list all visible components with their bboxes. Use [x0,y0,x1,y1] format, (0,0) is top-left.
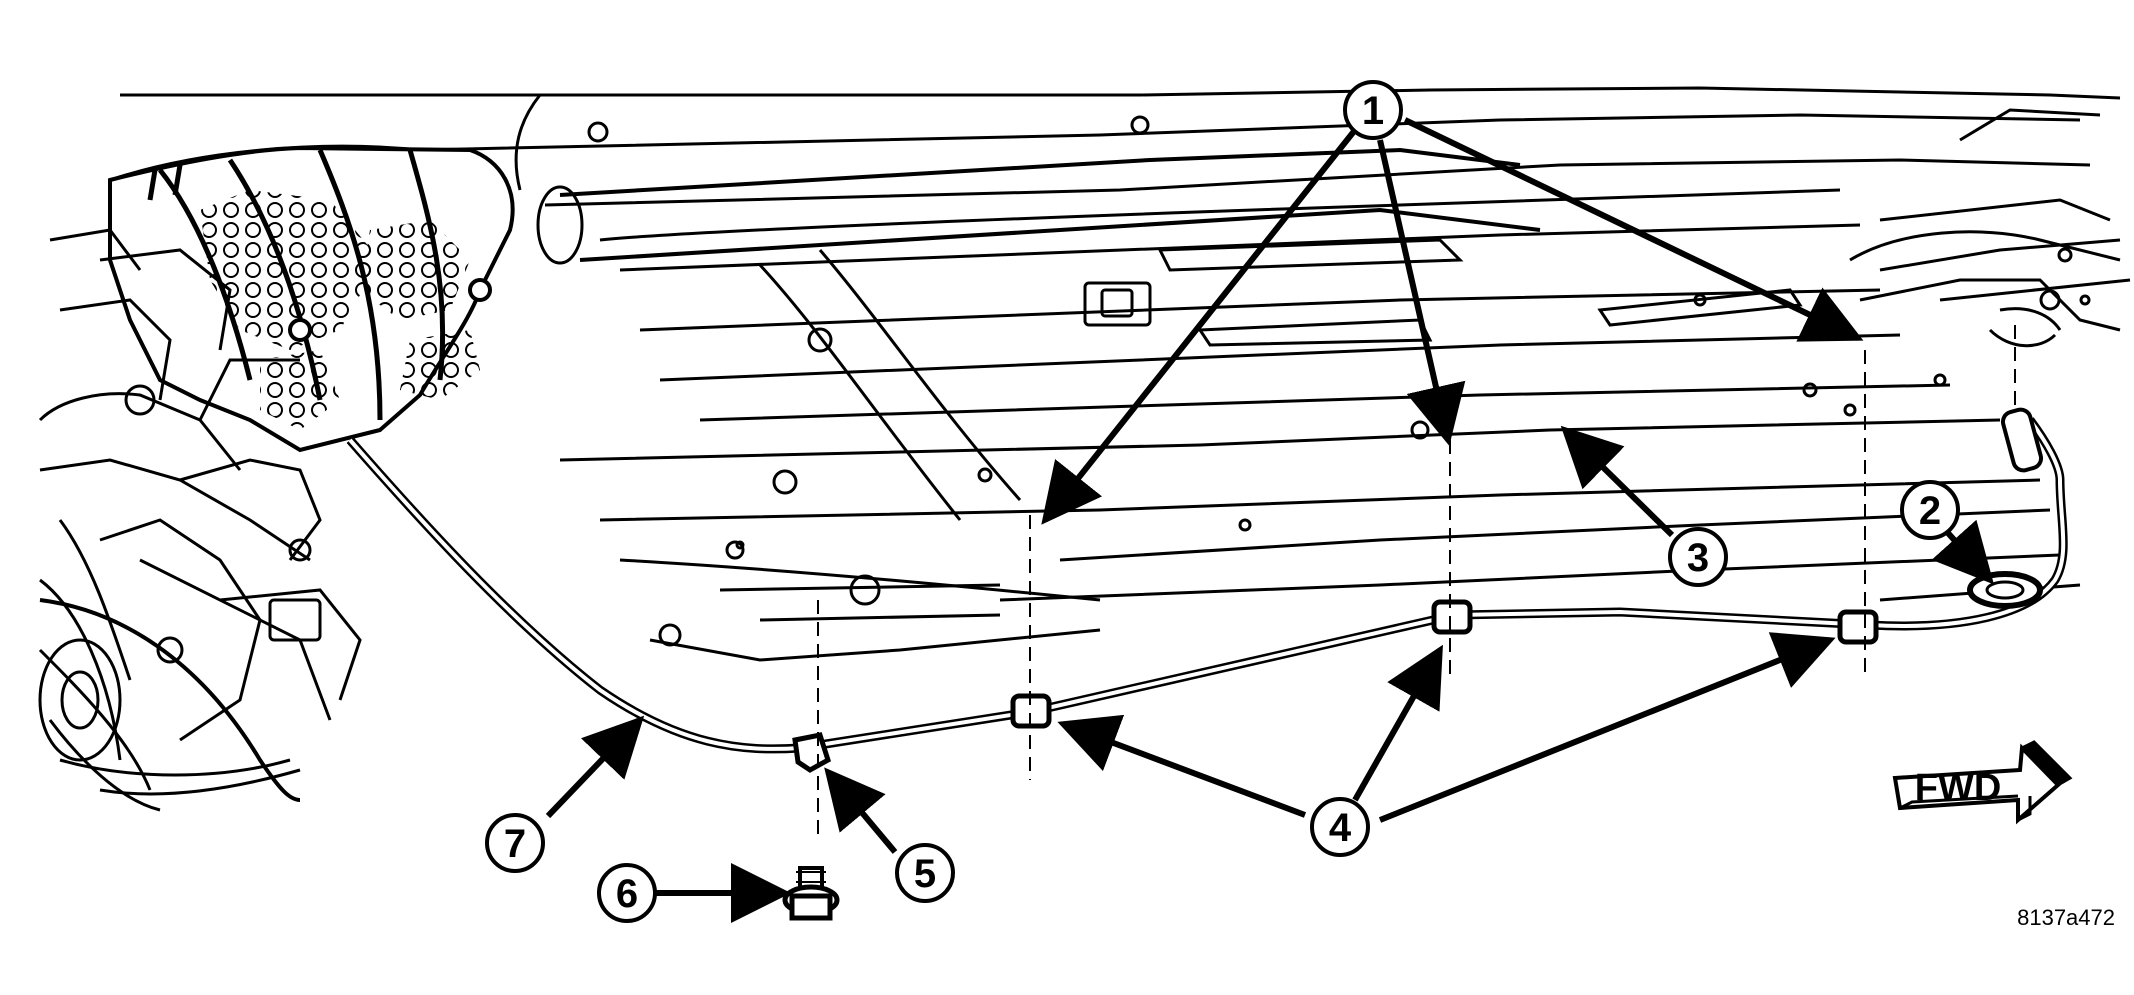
heat-shield [108,145,515,453]
cable-grommet [1967,571,2043,609]
callout-4: 4 [1310,797,1370,857]
svg-text:1: 1 [1362,89,1384,133]
cable-clip [1837,609,1879,645]
mounting-bolt [782,866,840,921]
forward-direction-arrow: FWD [1892,740,2073,825]
cable-clip [1431,599,1473,635]
svg-text:4: 4 [1329,806,1352,850]
cable-clips [1010,599,1879,729]
svg-text:7: 7 [504,822,526,866]
callout-5: 5 [895,843,955,903]
svg-text:5: 5 [914,852,936,896]
alignment-lines [817,325,2016,840]
callout-7: 7 [485,813,545,873]
vehicle-underbody [109,86,2131,662]
svg-text:6: 6 [616,872,638,916]
callout-2: 2 [1900,480,1960,540]
parking-brake-cable [346,407,2068,754]
svg-text:3: 3 [1687,536,1709,580]
rear-suspension-assembly [38,228,362,812]
callout-1: 1 [1343,80,1403,140]
leader-arrows [545,117,1994,923]
callout-6: 6 [597,863,657,923]
cable-bracket [792,732,832,773]
figure-reference: 8137a472 [2017,905,2115,930]
callout-3: 3 [1668,527,1728,587]
svg-text:2: 2 [1919,489,1941,533]
fwd-label: FWD [1915,767,2002,809]
